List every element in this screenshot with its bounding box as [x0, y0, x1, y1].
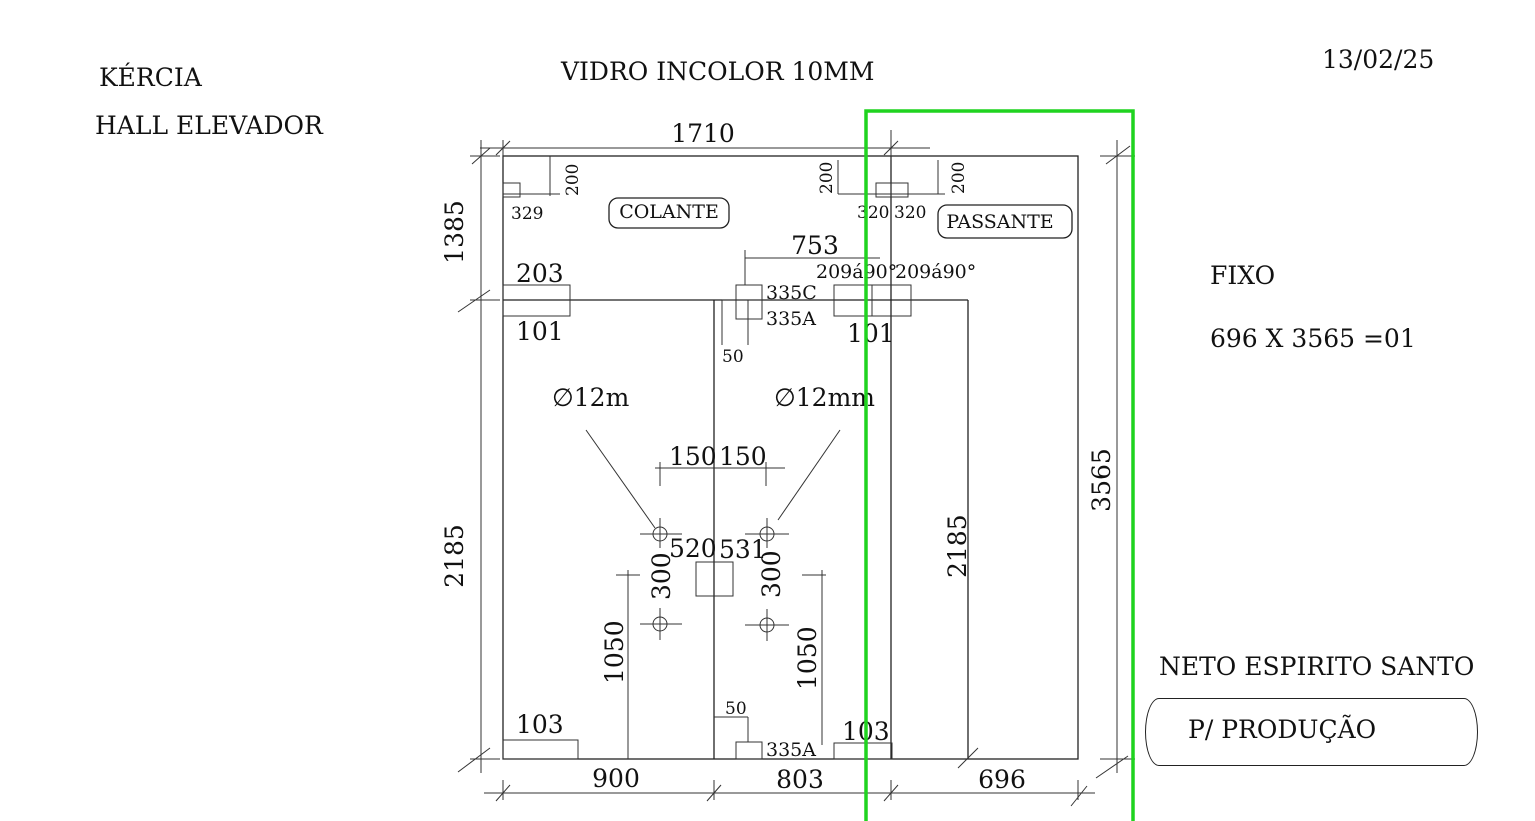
panel-type: FIXO: [1210, 261, 1276, 290]
company-name: NETO ESPIRITO SANTO: [1159, 652, 1475, 681]
hole-callout-right: ∅12mm: [774, 383, 875, 412]
dim-bottom-mid: 803: [776, 765, 824, 794]
hw-320-left: 320: [857, 203, 889, 223]
dim-hole-spacing-right: 300: [757, 550, 786, 598]
dim-lock-left: 520: [669, 534, 717, 563]
passante-tag-box: [937, 204, 1073, 239]
hole-marker: [745, 518, 789, 548]
tag-passante: PASSANTE: [946, 211, 1053, 233]
hole-marker: [745, 609, 789, 641]
location-name: HALL ELEVADOR: [95, 111, 323, 140]
dim-bottom-left: 900: [592, 764, 640, 793]
hole-callout-left: ∅12m: [552, 383, 630, 412]
hw-335c: 335C: [766, 282, 817, 304]
dim-gap-50-bottom: 50: [725, 699, 747, 719]
production-status: P/ PRODUÇÃO: [1188, 715, 1377, 744]
dim-hole-gap-right: 150: [719, 442, 767, 471]
dim-lock-height-right: 1050: [793, 626, 822, 690]
dim-lock-height-left: 1050: [600, 620, 629, 684]
tag-colante: COLANTE: [619, 201, 719, 223]
dim-handle-span: 753: [791, 231, 839, 260]
colante-tag-box: [608, 197, 730, 229]
dim-hole-spacing-left: 300: [647, 552, 676, 600]
fit-203: 203: [516, 259, 564, 288]
hw-329: 329: [511, 204, 543, 224]
lock-box: [695, 561, 734, 597]
dim-lock-right: 531: [719, 535, 767, 564]
dim-top-width: 1710: [671, 119, 735, 148]
dim-lower-height: 2185: [440, 524, 469, 588]
outer-frame: [502, 155, 1079, 760]
dim-200-b: 200: [817, 162, 837, 194]
panel-size: 696 X 3565 =01: [1210, 324, 1416, 353]
hole-marker: [640, 608, 682, 640]
fit-103-left: 103: [516, 710, 564, 739]
production-stamp-box: [1145, 698, 1478, 766]
client-name: KÉRCIA: [99, 63, 202, 92]
hw-209-right: 209á90°: [895, 261, 976, 283]
fit-101-right: 101: [847, 319, 895, 348]
hw-320-right: 320: [894, 203, 926, 223]
dim-total-height: 3565: [1087, 448, 1116, 512]
hw-209-left: 209á90°: [816, 261, 897, 283]
dim-hole-gap-left: 150: [669, 442, 717, 471]
dim-gap-50-top: 50: [722, 347, 744, 367]
material-title: VIDRO INCOLOR 10MM: [561, 57, 875, 86]
hole-marker: [640, 518, 682, 548]
hw-335a-top: 335A: [766, 308, 816, 330]
dim-200-c: 200: [949, 162, 969, 194]
dim-upper-height: 1385: [440, 200, 469, 264]
fit-101-left: 101: [516, 317, 564, 346]
dim-right-door-height: 2185: [943, 514, 972, 578]
hw-335a-bottom: 335A: [766, 739, 816, 761]
drawing-date: 13/02/25: [1322, 45, 1435, 74]
dim-200-a: 200: [563, 164, 583, 196]
fixed-panel-highlight: [864, 109, 1135, 821]
dim-bottom-right: 696: [978, 765, 1026, 794]
